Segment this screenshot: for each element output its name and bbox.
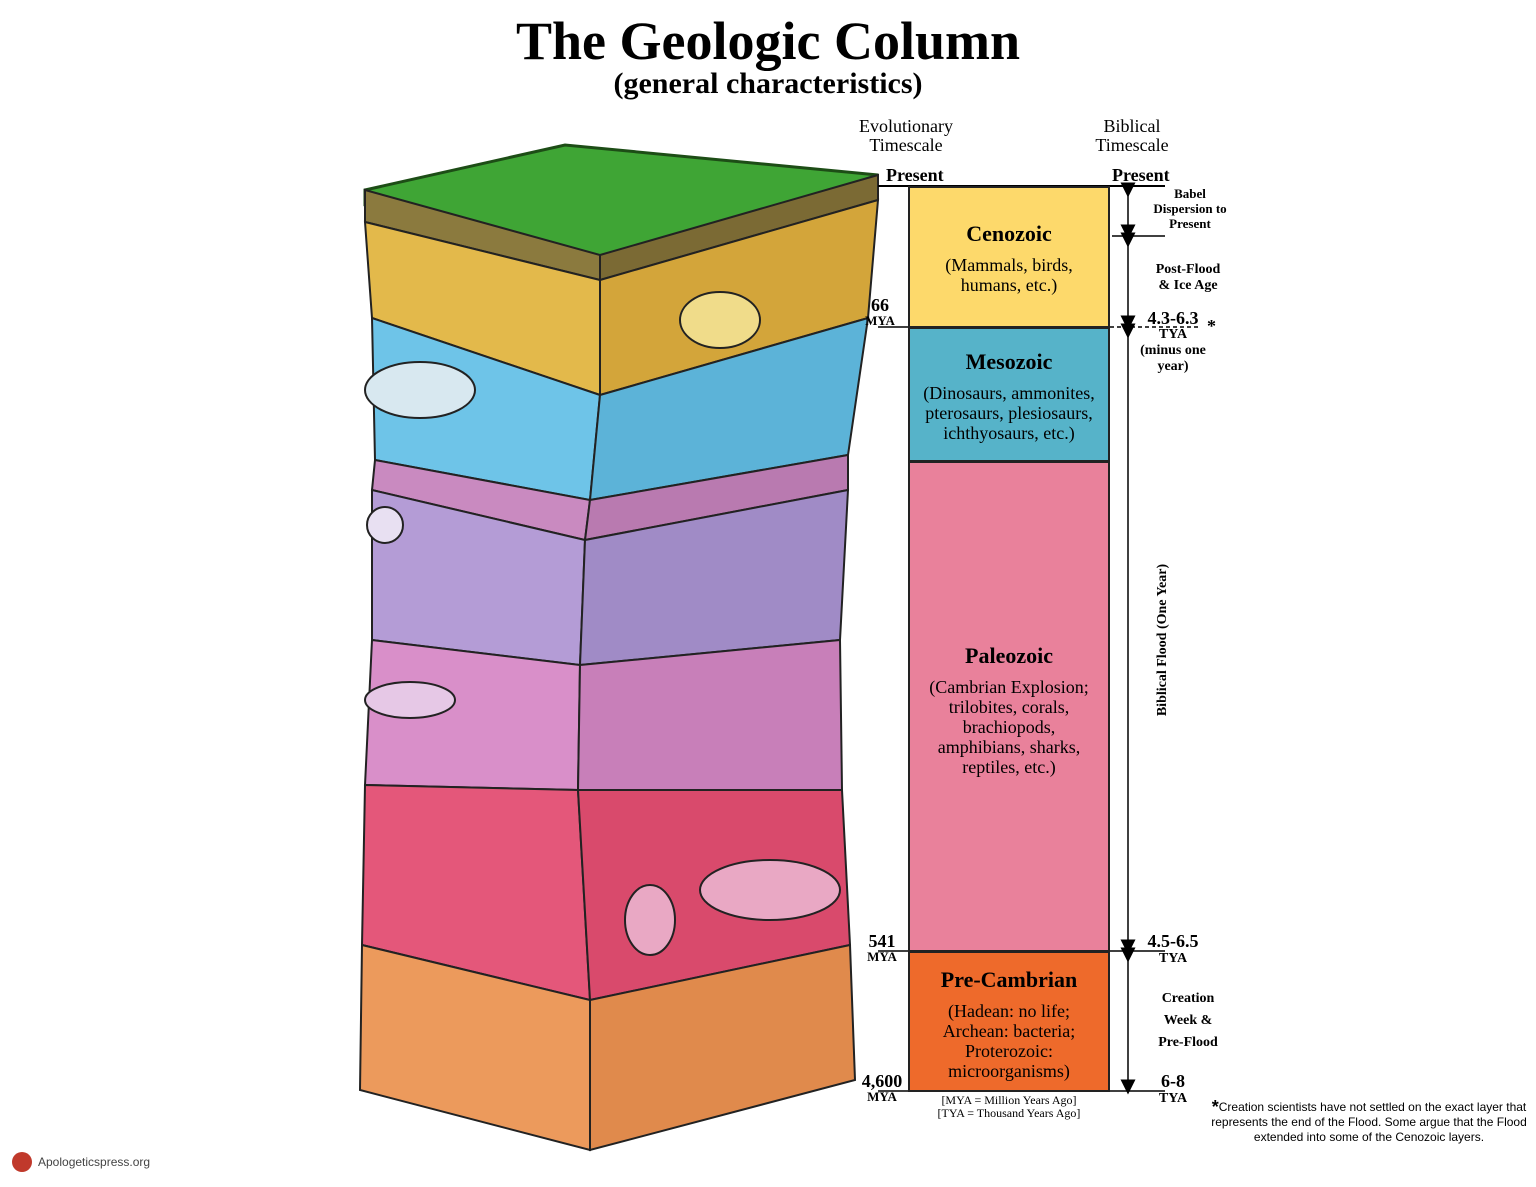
page-subtitle: (general characteristics) <box>613 67 923 100</box>
page-title: The Geologic Column <box>515 11 1020 71</box>
era-box-mesozoic: Mesozoic (Dinosaurs, ammonites, pterosau… <box>908 327 1110 462</box>
footnote-star: * <box>1211 1097 1219 1117</box>
fossil-skull-cenozoic-icon <box>679 291 761 349</box>
abbreviation-legend: [MYA = Million Years Ago] [TYA = Thousan… <box>937 1093 1081 1120</box>
babel-dispersion-label: Babel Dispersion to Present <box>1153 186 1227 231</box>
era-desc-line: Proterozoic: <box>965 1041 1053 1061</box>
era-desc-line: (Dinosaurs, ammonites, <box>923 383 1095 403</box>
present-label-evolutionary: Present <box>886 165 944 185</box>
biblical-flood-label: Biblical Flood (One Year) <box>1155 563 1170 717</box>
mya-marker-541: 541 MYA <box>867 931 897 964</box>
post-flood-label: Post-Flood & Ice Age <box>1155 262 1221 293</box>
tya-footnote-star: * <box>1207 316 1216 336</box>
era-desc-line: (Cambrian Explosion; <box>929 677 1089 697</box>
era-desc-line: microorganisms) <box>948 1061 1070 1081</box>
era-box-paleozoic: Paleozoic (Cambrian Explosion; trilobite… <box>908 461 1110 952</box>
era-name: Pre-Cambrian <box>940 967 1078 992</box>
tya-marker-creation: 6-8 TYA <box>1158 1071 1188 1106</box>
era-name: Mesozoic <box>965 349 1053 374</box>
era-desc-line: (Hadean: no life; <box>948 1001 1070 1021</box>
tya-marker-flood-start: 4.5-6.5 TYA <box>1147 931 1199 966</box>
era-desc-line: humans, etc.) <box>960 275 1058 295</box>
creation-week-label: Creation Week & Pre-Flood <box>1158 991 1218 1050</box>
era-desc-line: amphibians, sharks, <box>937 737 1081 757</box>
mya-marker-66: 66 MYA <box>865 295 895 328</box>
era-desc-line: ichthyosaurs, etc.) <box>943 423 1075 443</box>
era-name: Cenozoic <box>966 221 1052 246</box>
era-desc-line: trilobites, corals, <box>948 697 1070 717</box>
fossil-skull-icon <box>364 361 476 419</box>
pink-rock-right <box>576 638 844 791</box>
fossil-fish-icon <box>364 681 456 719</box>
apologetics-press-logo[interactable]: Apologeticspress.org <box>12 1152 150 1172</box>
footnote-text: Creation scientists have not settled on … <box>1211 1100 1527 1144</box>
logo-icon <box>12 1152 32 1172</box>
era-desc-line: Archean: bacteria; <box>942 1021 1076 1041</box>
era-box-pre-cambrian: Pre-Cambrian (Hadean: no life; Archean: … <box>908 951 1110 1092</box>
era-box-cenozoic: Cenozoic (Mammals, birds, humans, etc.) <box>908 186 1110 328</box>
present-label-biblical: Present <box>1112 165 1170 185</box>
era-desc-line: reptiles, etc.) <box>962 757 1056 777</box>
fossil-shell-icon <box>624 884 676 956</box>
evolutionary-timescale-header: Evolutionary Timescale <box>859 116 953 155</box>
orange-rock-right <box>589 943 857 1152</box>
era-desc-line: (Mammals, birds, <box>945 255 1073 275</box>
era-name: Paleozoic <box>965 643 1053 668</box>
era-desc-line: brachiopods, <box>962 717 1056 737</box>
tya-marker-flood-end: 4.3-6.3 TYA (minus one year) <box>1140 308 1206 374</box>
biblical-timescale-header: Biblical Timescale <box>1095 116 1169 155</box>
era-desc-line: pterosaurs, plesiosaurs, <box>925 403 1093 423</box>
logo-text: Apologeticspress.org <box>38 1155 151 1169</box>
footnote: *Creation scientists have not settled on… <box>1210 1097 1528 1145</box>
mya-marker-4600: 4,600 MYA <box>861 1071 903 1104</box>
fossil-trilobite-icon <box>699 859 841 921</box>
fossil-ammonite-icon <box>366 506 404 544</box>
